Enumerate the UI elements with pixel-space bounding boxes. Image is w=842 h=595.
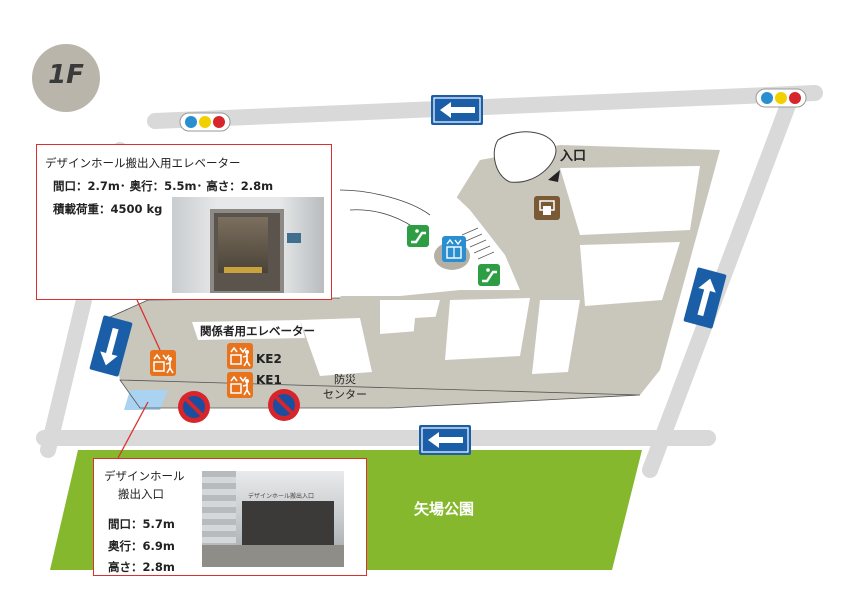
entrance-callout-width: 間口：5.7m (108, 517, 175, 531)
oneway-sign-left (89, 315, 133, 377)
entrance-arrow-icon (548, 170, 560, 182)
entrance-callout-height: 高さ：2.8m (108, 560, 175, 574)
photo-sign: デザインホール搬出入口 (248, 493, 315, 500)
entrance-label: 入口 (560, 149, 587, 164)
escalator-icon (476, 262, 502, 288)
elevator-callout-dimensions: 間口：2.7m･ 奥行：5.5m･ 高さ：2.8m (53, 179, 274, 193)
floor-label: 1F (48, 60, 84, 90)
no-parking-icon (266, 387, 302, 423)
ke1-label: KE1 (256, 373, 282, 387)
no-parking-icon (176, 389, 212, 425)
floor-badge: 1F (32, 44, 100, 112)
oneway-sign-top (430, 94, 484, 126)
elevator-photo (172, 197, 324, 293)
ke2-label: KE2 (256, 352, 282, 366)
atm-icon (534, 196, 560, 220)
disaster-center-line2: センター (323, 388, 367, 402)
freight-elevator-icon (149, 349, 177, 377)
elevator-callout-load: 積載荷重：4500 kg (53, 202, 163, 216)
entrance-callout: デザインホール 搬出入口 間口：5.7m 奥行：6.9m 高さ：2.8m デザイ… (93, 458, 367, 576)
freight-elevator-icon (226, 342, 254, 370)
entrance-callout-title-line1: デザインホール (104, 469, 185, 483)
elevator-icon (442, 236, 466, 262)
entrance-callout-depth: 奥行：6.9m (108, 539, 175, 553)
elevator-callout-title: デザインホール搬出入用エレベーター (45, 156, 241, 170)
park-label: 矢場公園 (414, 500, 475, 518)
oneway-sign-bottom (418, 424, 472, 456)
entrance-callout-title-line2: 搬出入口 (118, 487, 164, 501)
elevator-callout: デザインホール搬出入用エレベーター 間口：2.7m･ 奥行：5.5m･ 高さ：2… (36, 144, 332, 300)
loading-area (124, 390, 168, 410)
disaster-center-line1: 防災 (334, 373, 356, 386)
oneway-sign-right (683, 267, 727, 329)
entrance-photo: デザインホール搬出入口 (202, 471, 344, 567)
traffic-light-icon (755, 88, 807, 108)
staff-elevator-label: 関係者用エレベーター (200, 324, 315, 338)
building (107, 131, 720, 410)
disaster-center-label: 防災 センター (314, 372, 376, 403)
freight-elevator-icon (226, 371, 254, 399)
traffic-light-icon (179, 112, 231, 132)
escalator-icon (405, 223, 431, 249)
